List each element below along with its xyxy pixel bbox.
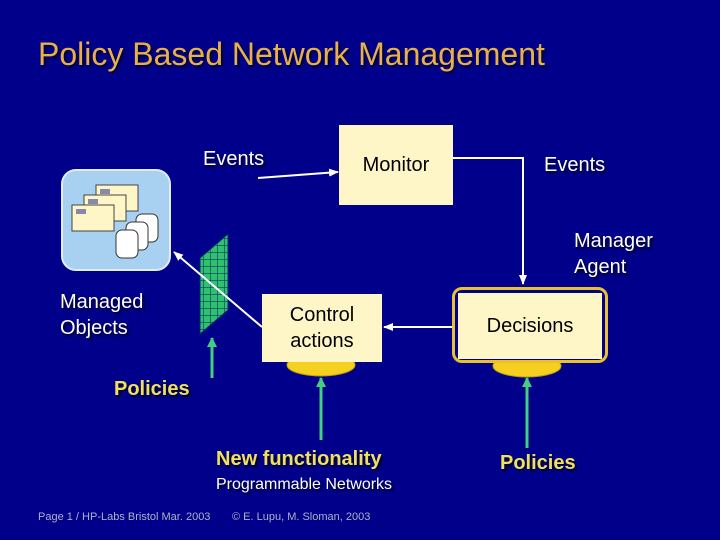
programmable-networks-label: Programmable Networks — [216, 476, 393, 493]
managed-objects-line2: Objects — [60, 317, 128, 339]
footer-left: Page 1 / HP-Labs Bristol Mar. 2003 — [38, 511, 211, 523]
network-objects-icon — [61, 169, 171, 271]
control-line2: actions — [290, 330, 354, 352]
managed-objects-label: Managed Objects — [60, 289, 143, 341]
decisions-box: Decisions — [458, 293, 602, 359]
control-actions-box: Control actions — [262, 294, 382, 362]
events-label-right: Events — [544, 154, 606, 176]
manager-agent-label: Manager Agent — [574, 228, 653, 280]
manager-label-line2: Agent — [574, 256, 627, 278]
events-label-left: Events — [203, 148, 265, 170]
policies-label-right: Policies — [500, 452, 576, 474]
decisions-label: Decisions — [486, 315, 574, 337]
manager-label-line1: Manager — [574, 230, 653, 252]
monitor-label: Monitor — [362, 154, 430, 176]
page-title: Policy Based Network Management — [38, 36, 545, 72]
policies-label-left: Policies — [114, 378, 190, 400]
footer-right: © E. Lupu, M. Sloman, 2003 — [232, 511, 371, 523]
policy-grid-icon — [199, 232, 229, 336]
control-line1: Control — [289, 304, 355, 326]
new-functionality-label: New functionality — [216, 448, 382, 470]
monitor-box: Monitor — [339, 125, 453, 205]
managed-objects-line1: Managed — [60, 291, 144, 313]
